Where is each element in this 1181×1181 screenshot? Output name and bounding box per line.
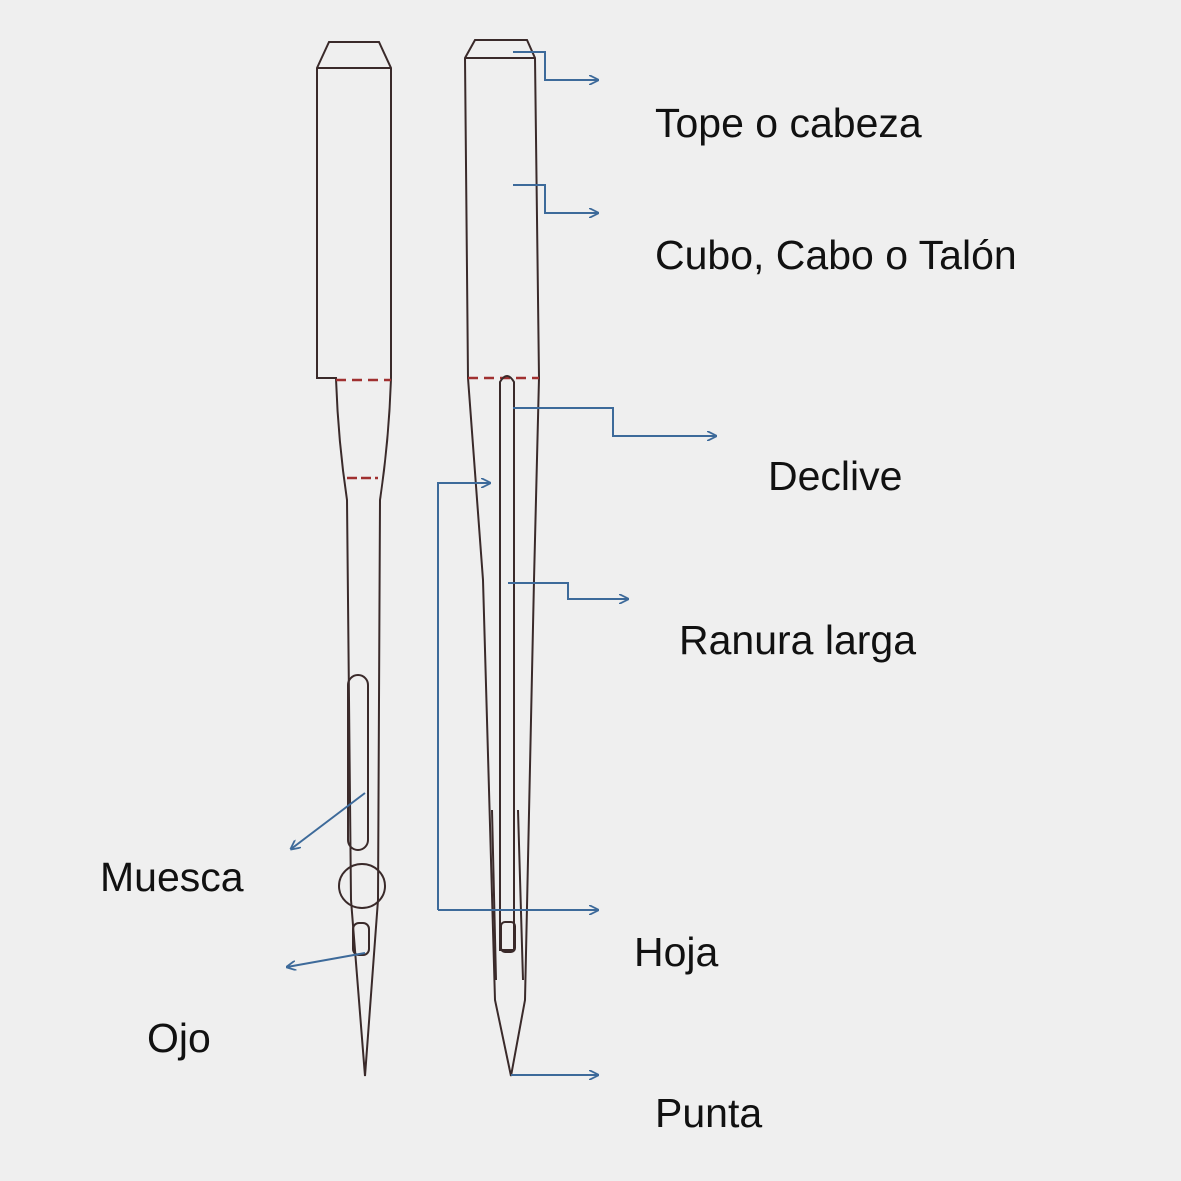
needle-front-outline — [316, 41, 392, 1077]
needle-front-groove — [347, 674, 369, 851]
arrow-cubo — [513, 184, 598, 213]
label-muesca: Muesca — [100, 854, 244, 900]
label-ojo: Ojo — [147, 1015, 211, 1061]
arrow-ranura — [508, 582, 628, 599]
label-declive: Declive — [768, 453, 903, 499]
arrow-hoja-vertical — [437, 482, 484, 910]
label-hoja: Hoja — [634, 929, 719, 975]
callout-arrows — [287, 51, 716, 1075]
label-tope-o-cabeza: Tope o cabeza — [655, 100, 922, 146]
label-cubo-cabo-talon: Cubo, Cabo o Talón — [655, 232, 1017, 278]
needle-side-view — [463, 39, 541, 1077]
needle-front-view — [316, 41, 392, 1077]
needle-side-eye — [500, 921, 516, 953]
needle-side-outline — [463, 39, 541, 1077]
arrow-muesca — [291, 792, 366, 849]
arrow-ojo — [287, 952, 366, 967]
arrow-tope — [513, 51, 598, 80]
needle-front-scarf — [338, 863, 386, 909]
label-ranura-larga: Ranura larga — [679, 617, 917, 663]
arrow-declive — [513, 407, 716, 436]
label-punta: Punta — [655, 1090, 763, 1136]
needle-front-eye — [352, 922, 370, 956]
needle-side-groove-edge — [491, 809, 524, 981]
long-groove — [499, 375, 515, 951]
